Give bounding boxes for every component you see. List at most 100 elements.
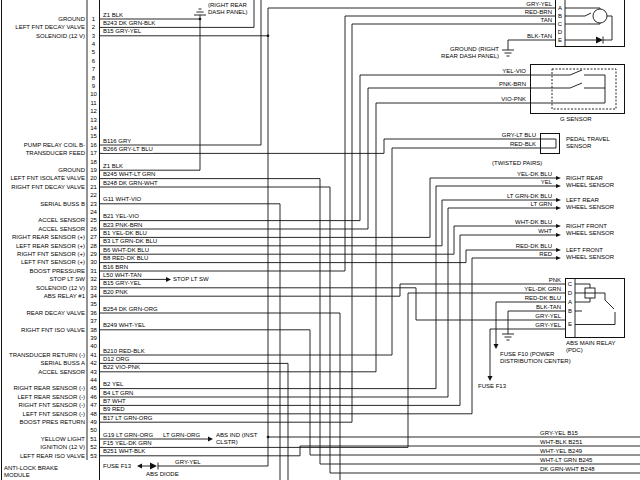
ground-symbol bbox=[502, 334, 514, 340]
wire-code: B23 PNK-BRN bbox=[103, 222, 142, 229]
pin-number: 4 bbox=[92, 41, 95, 48]
wire bbox=[268, 437, 640, 438]
wire-code: B22 VIO-PNK bbox=[103, 364, 140, 371]
wire-code: Z1 BLK bbox=[103, 163, 123, 170]
pin-letter: C bbox=[568, 281, 572, 288]
pin-number: 32 bbox=[90, 276, 97, 283]
wire bbox=[100, 284, 565, 296]
wire-color: WHT-LT GRN B245 bbox=[540, 457, 592, 464]
component-name: RIGHT FRONT WHEEL SENSOR bbox=[566, 223, 618, 236]
pin-number: 14 bbox=[90, 125, 97, 132]
pin-number: 18 bbox=[90, 159, 97, 166]
wire bbox=[100, 208, 556, 397]
pin-number: 47 bbox=[90, 402, 97, 409]
pin-number: 12 bbox=[90, 108, 97, 115]
component-name: G SENSOR bbox=[560, 116, 592, 123]
wire-color: RED-BLK bbox=[510, 141, 536, 148]
component-name: ABS IND (INST CLSTR) bbox=[216, 432, 258, 445]
wire-code: B15 GRY-YEL bbox=[103, 28, 141, 35]
wire-code: D12 ORG bbox=[103, 356, 129, 363]
pin-number: 5 bbox=[92, 49, 95, 56]
relay-coil bbox=[585, 288, 595, 298]
pin-number: 1 bbox=[92, 16, 95, 23]
wire bbox=[100, 293, 565, 447]
wire-color: BLK-TAN bbox=[527, 33, 552, 40]
wire-code: B15 GRY-YEL bbox=[103, 280, 141, 287]
pin-number: 48 bbox=[90, 411, 97, 418]
wire-color: DK GRN-WHT B248 bbox=[540, 466, 595, 473]
pin-number: 37 bbox=[90, 318, 97, 325]
pin-number: 51 bbox=[90, 436, 97, 443]
relay-box: CDABEABS MAIN RELAY (PDC) bbox=[565, 278, 625, 338]
wire bbox=[268, 36, 269, 466]
wire-code: B249 WHT-YEL bbox=[103, 322, 145, 329]
pin-name: BOOST PRESSURE bbox=[29, 268, 85, 275]
wire-code: B6 WHT-DK BLU bbox=[103, 247, 149, 254]
pin-number: 29 bbox=[90, 251, 97, 258]
wire bbox=[100, 148, 540, 355]
pin-name: GROUND bbox=[58, 167, 85, 174]
pin-name: RIGHT FNT ISO VALVE bbox=[21, 327, 85, 334]
wire-color: GRY-LT BLU bbox=[502, 132, 536, 139]
pin-number: 21 bbox=[90, 184, 97, 191]
wire-color: YEL-DK GRN bbox=[524, 286, 561, 293]
wire-code: B3 LT GRN-DK BLU bbox=[103, 238, 157, 245]
pin-number: 26 bbox=[90, 226, 97, 233]
switch-symbol bbox=[552, 70, 605, 103]
pin-number: 33 bbox=[90, 285, 97, 292]
wire bbox=[100, 8, 555, 36]
sensor-wiring bbox=[541, 139, 556, 148]
pin-number: 28 bbox=[90, 243, 97, 250]
pin-name: LEFT FNT ISOLATE VALVE bbox=[11, 175, 85, 182]
wire-code: G19 LT GRN-ORG bbox=[103, 432, 153, 439]
relay-coil-wiring bbox=[575, 284, 615, 325]
pin-number: 38 bbox=[90, 327, 97, 334]
pin-name: SOLENOID (12 V) bbox=[36, 285, 85, 292]
pin-letter: E bbox=[558, 37, 562, 44]
wire-color: PNK-BRN bbox=[499, 81, 526, 88]
pin-number: 50 bbox=[90, 427, 97, 434]
pin-name: RIGHT REAR SENSOR (-) bbox=[13, 385, 85, 392]
connector-terminal bbox=[556, 176, 561, 180]
pin-letter: B bbox=[558, 13, 562, 20]
pin-column-line bbox=[575, 278, 576, 338]
wire bbox=[100, 250, 556, 263]
wire bbox=[100, 16, 555, 271]
pin-number: 8 bbox=[92, 75, 95, 82]
wire bbox=[100, 88, 530, 229]
wire-color: BLK-TAN bbox=[536, 304, 561, 311]
pin-number: 45 bbox=[90, 385, 97, 392]
wire-code: Z1 BLK bbox=[103, 12, 123, 19]
note: (TWISTED PAIRS) bbox=[492, 160, 542, 167]
wire bbox=[100, 204, 280, 480]
pin-number: 52 bbox=[90, 444, 97, 451]
wire-code: B21 YEL-VIO bbox=[103, 213, 139, 220]
pin-name: SOLENOID (12 V) bbox=[36, 33, 85, 40]
pin-number: 19 bbox=[90, 167, 97, 174]
wire-code: B8 RED-DK BLU bbox=[103, 255, 148, 262]
wire-code: F15 YEL-DK GRN bbox=[103, 440, 152, 447]
diode-symbol bbox=[158, 463, 159, 470]
wire-code: B251 WHT-BLK bbox=[103, 448, 145, 455]
pin-name: GROUND bbox=[58, 16, 85, 23]
wire-code: L50 WHT-TAN bbox=[103, 272, 142, 279]
wire bbox=[508, 311, 565, 334]
pin-number: 9 bbox=[92, 83, 95, 90]
wire-code: B7 WHT bbox=[103, 398, 126, 405]
pin-letter: A bbox=[568, 299, 572, 306]
pin-name: YELLOW LIGHT bbox=[41, 436, 85, 443]
pin-number: 40 bbox=[90, 343, 97, 350]
connector-terminal bbox=[556, 184, 561, 188]
arrowhead bbox=[494, 344, 499, 349]
pin-name: ACCEL SENSOR bbox=[38, 369, 85, 376]
wire bbox=[100, 15, 200, 170]
wire-color: TAN bbox=[540, 17, 552, 24]
pin-name: RIGHT REAR SENSOR (+) bbox=[12, 234, 85, 241]
connector-terminal bbox=[556, 206, 561, 210]
pin-number: 41 bbox=[90, 352, 97, 359]
pin-letter: A bbox=[558, 5, 562, 12]
wire-color: GRY-YEL bbox=[175, 459, 201, 466]
pin-number: 39 bbox=[90, 335, 97, 342]
pump-motor-wiring bbox=[565, 8, 600, 24]
diode-symbol bbox=[603, 37, 604, 44]
